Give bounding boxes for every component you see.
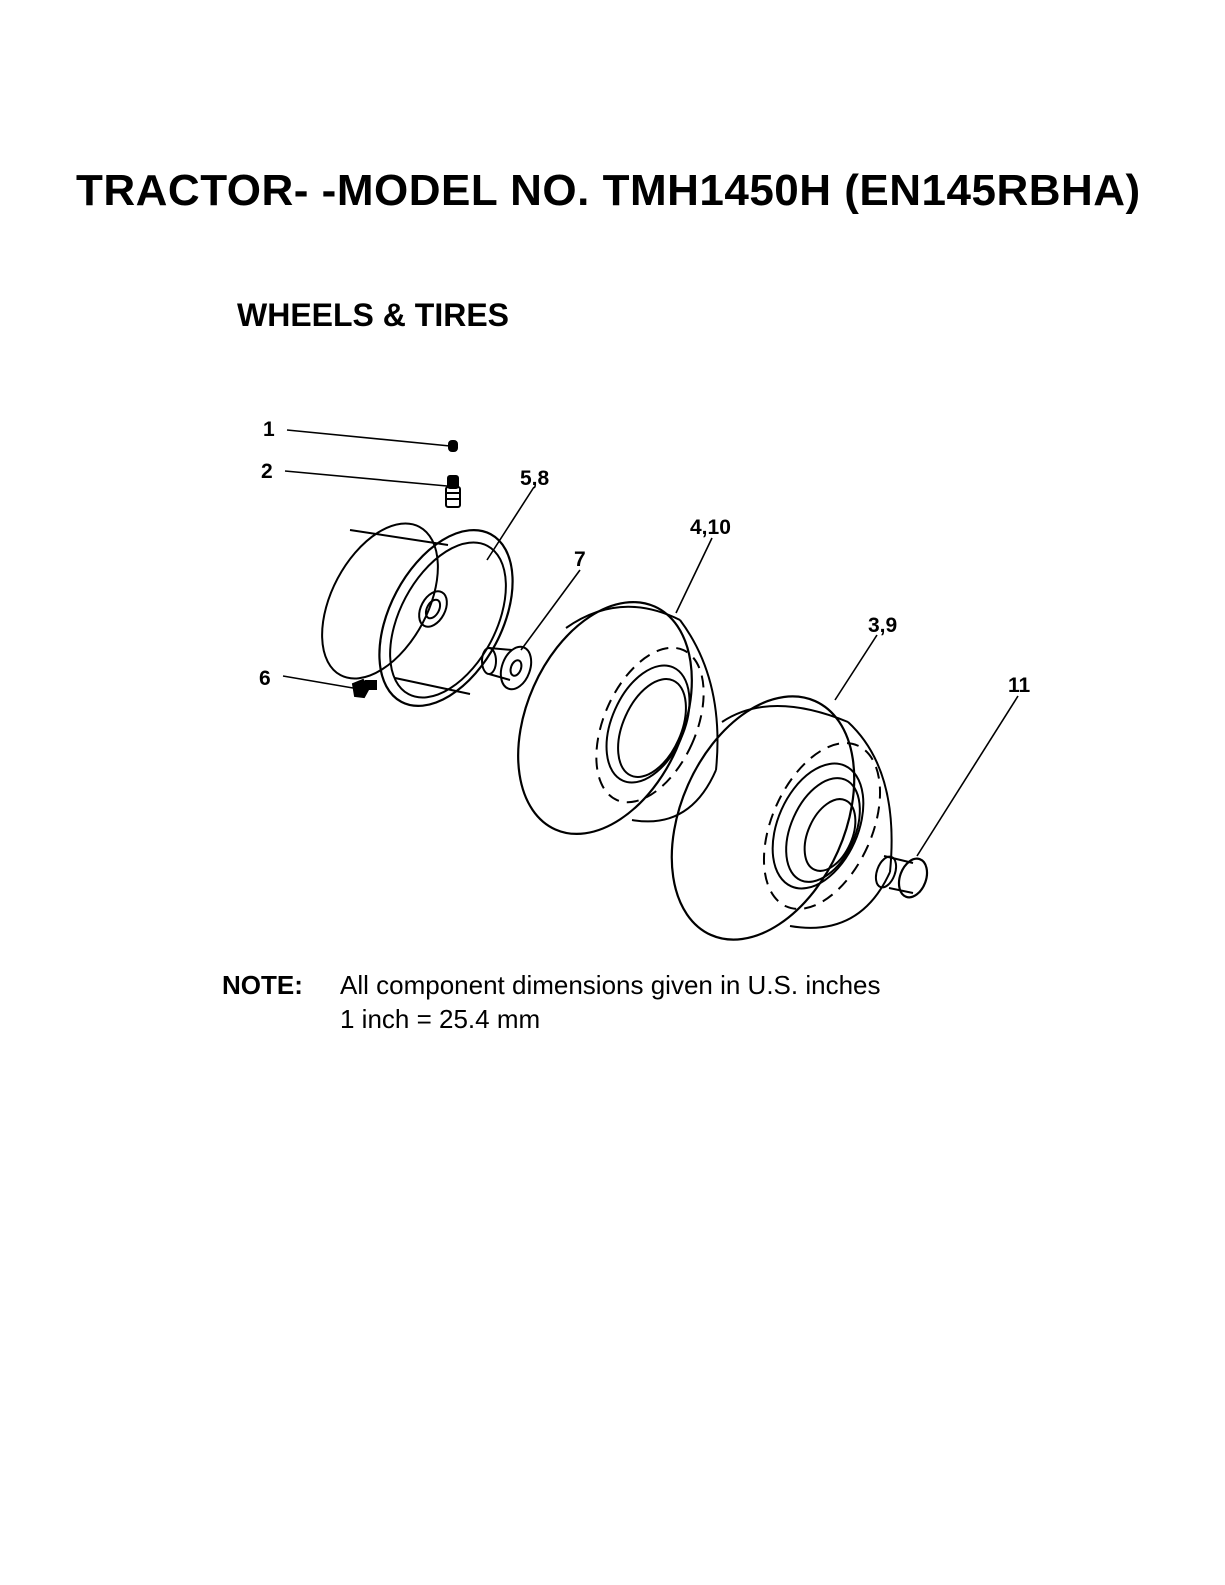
note-label: NOTE:: [222, 970, 303, 1001]
valve-cap-part: [449, 441, 457, 451]
callout-3-9: 3,9: [868, 614, 897, 637]
callout-2: 2: [261, 460, 273, 483]
wheel-rim-part: [298, 504, 540, 728]
note-text-line2: 1 inch = 25.4 mm: [340, 1004, 540, 1035]
callout-11: 11: [1008, 674, 1031, 697]
front-tire-part: [484, 575, 726, 861]
callout-6: 6: [259, 667, 271, 690]
callout-7: 7: [574, 548, 586, 571]
flange-bushing-part: [482, 643, 537, 694]
bushing-part: [872, 854, 932, 901]
valve-stem-part: [446, 476, 460, 507]
callout-1: 1: [263, 418, 275, 441]
rear-tire-part: [636, 668, 903, 969]
note-text-line1: All component dimensions given in U.S. i…: [340, 970, 881, 1001]
lug-bolt-part: [353, 680, 376, 697]
callout-4-10: 4,10: [690, 516, 731, 539]
callout-5-8: 5,8: [520, 467, 550, 490]
